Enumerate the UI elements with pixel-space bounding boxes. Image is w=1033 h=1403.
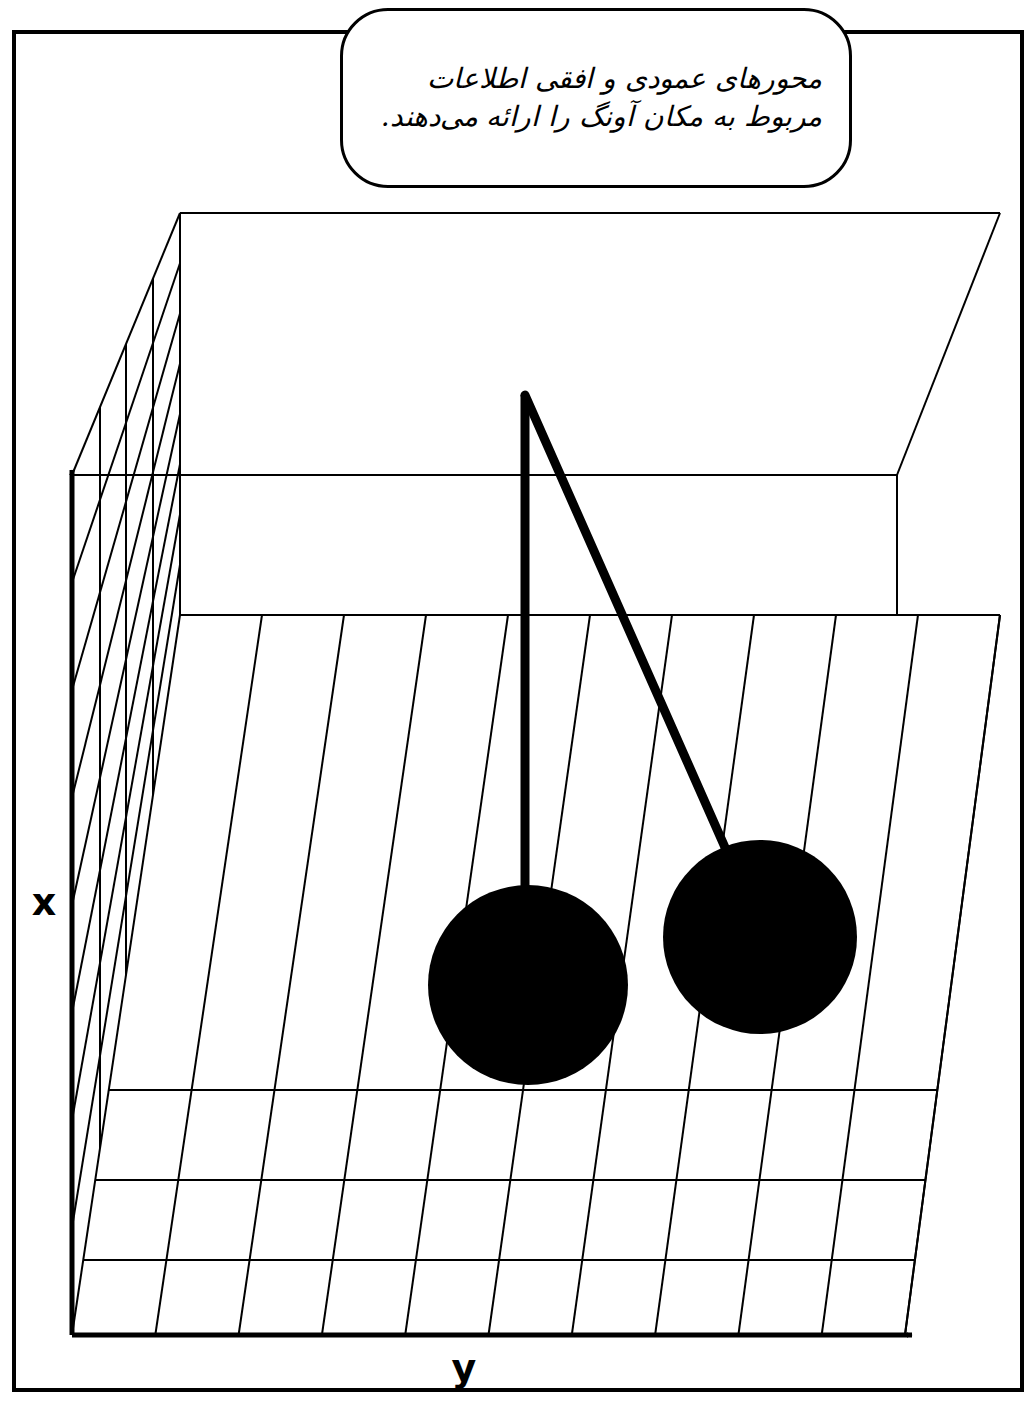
floor-grid — [72, 615, 1000, 1335]
callout-text: محورهای عمودی و افقی اطلاعات مربوط به مک… — [370, 60, 822, 136]
callout-box: محورهای عمودی و افقی اطلاعات مربوط به مک… — [340, 8, 852, 188]
wall-grid — [72, 213, 180, 1335]
axis-label: y — [450, 1349, 479, 1387]
axis-label: x — [30, 883, 59, 921]
pendulum — [428, 395, 857, 1085]
outer-frame — [14, 32, 1022, 1390]
axes — [72, 470, 912, 1335]
